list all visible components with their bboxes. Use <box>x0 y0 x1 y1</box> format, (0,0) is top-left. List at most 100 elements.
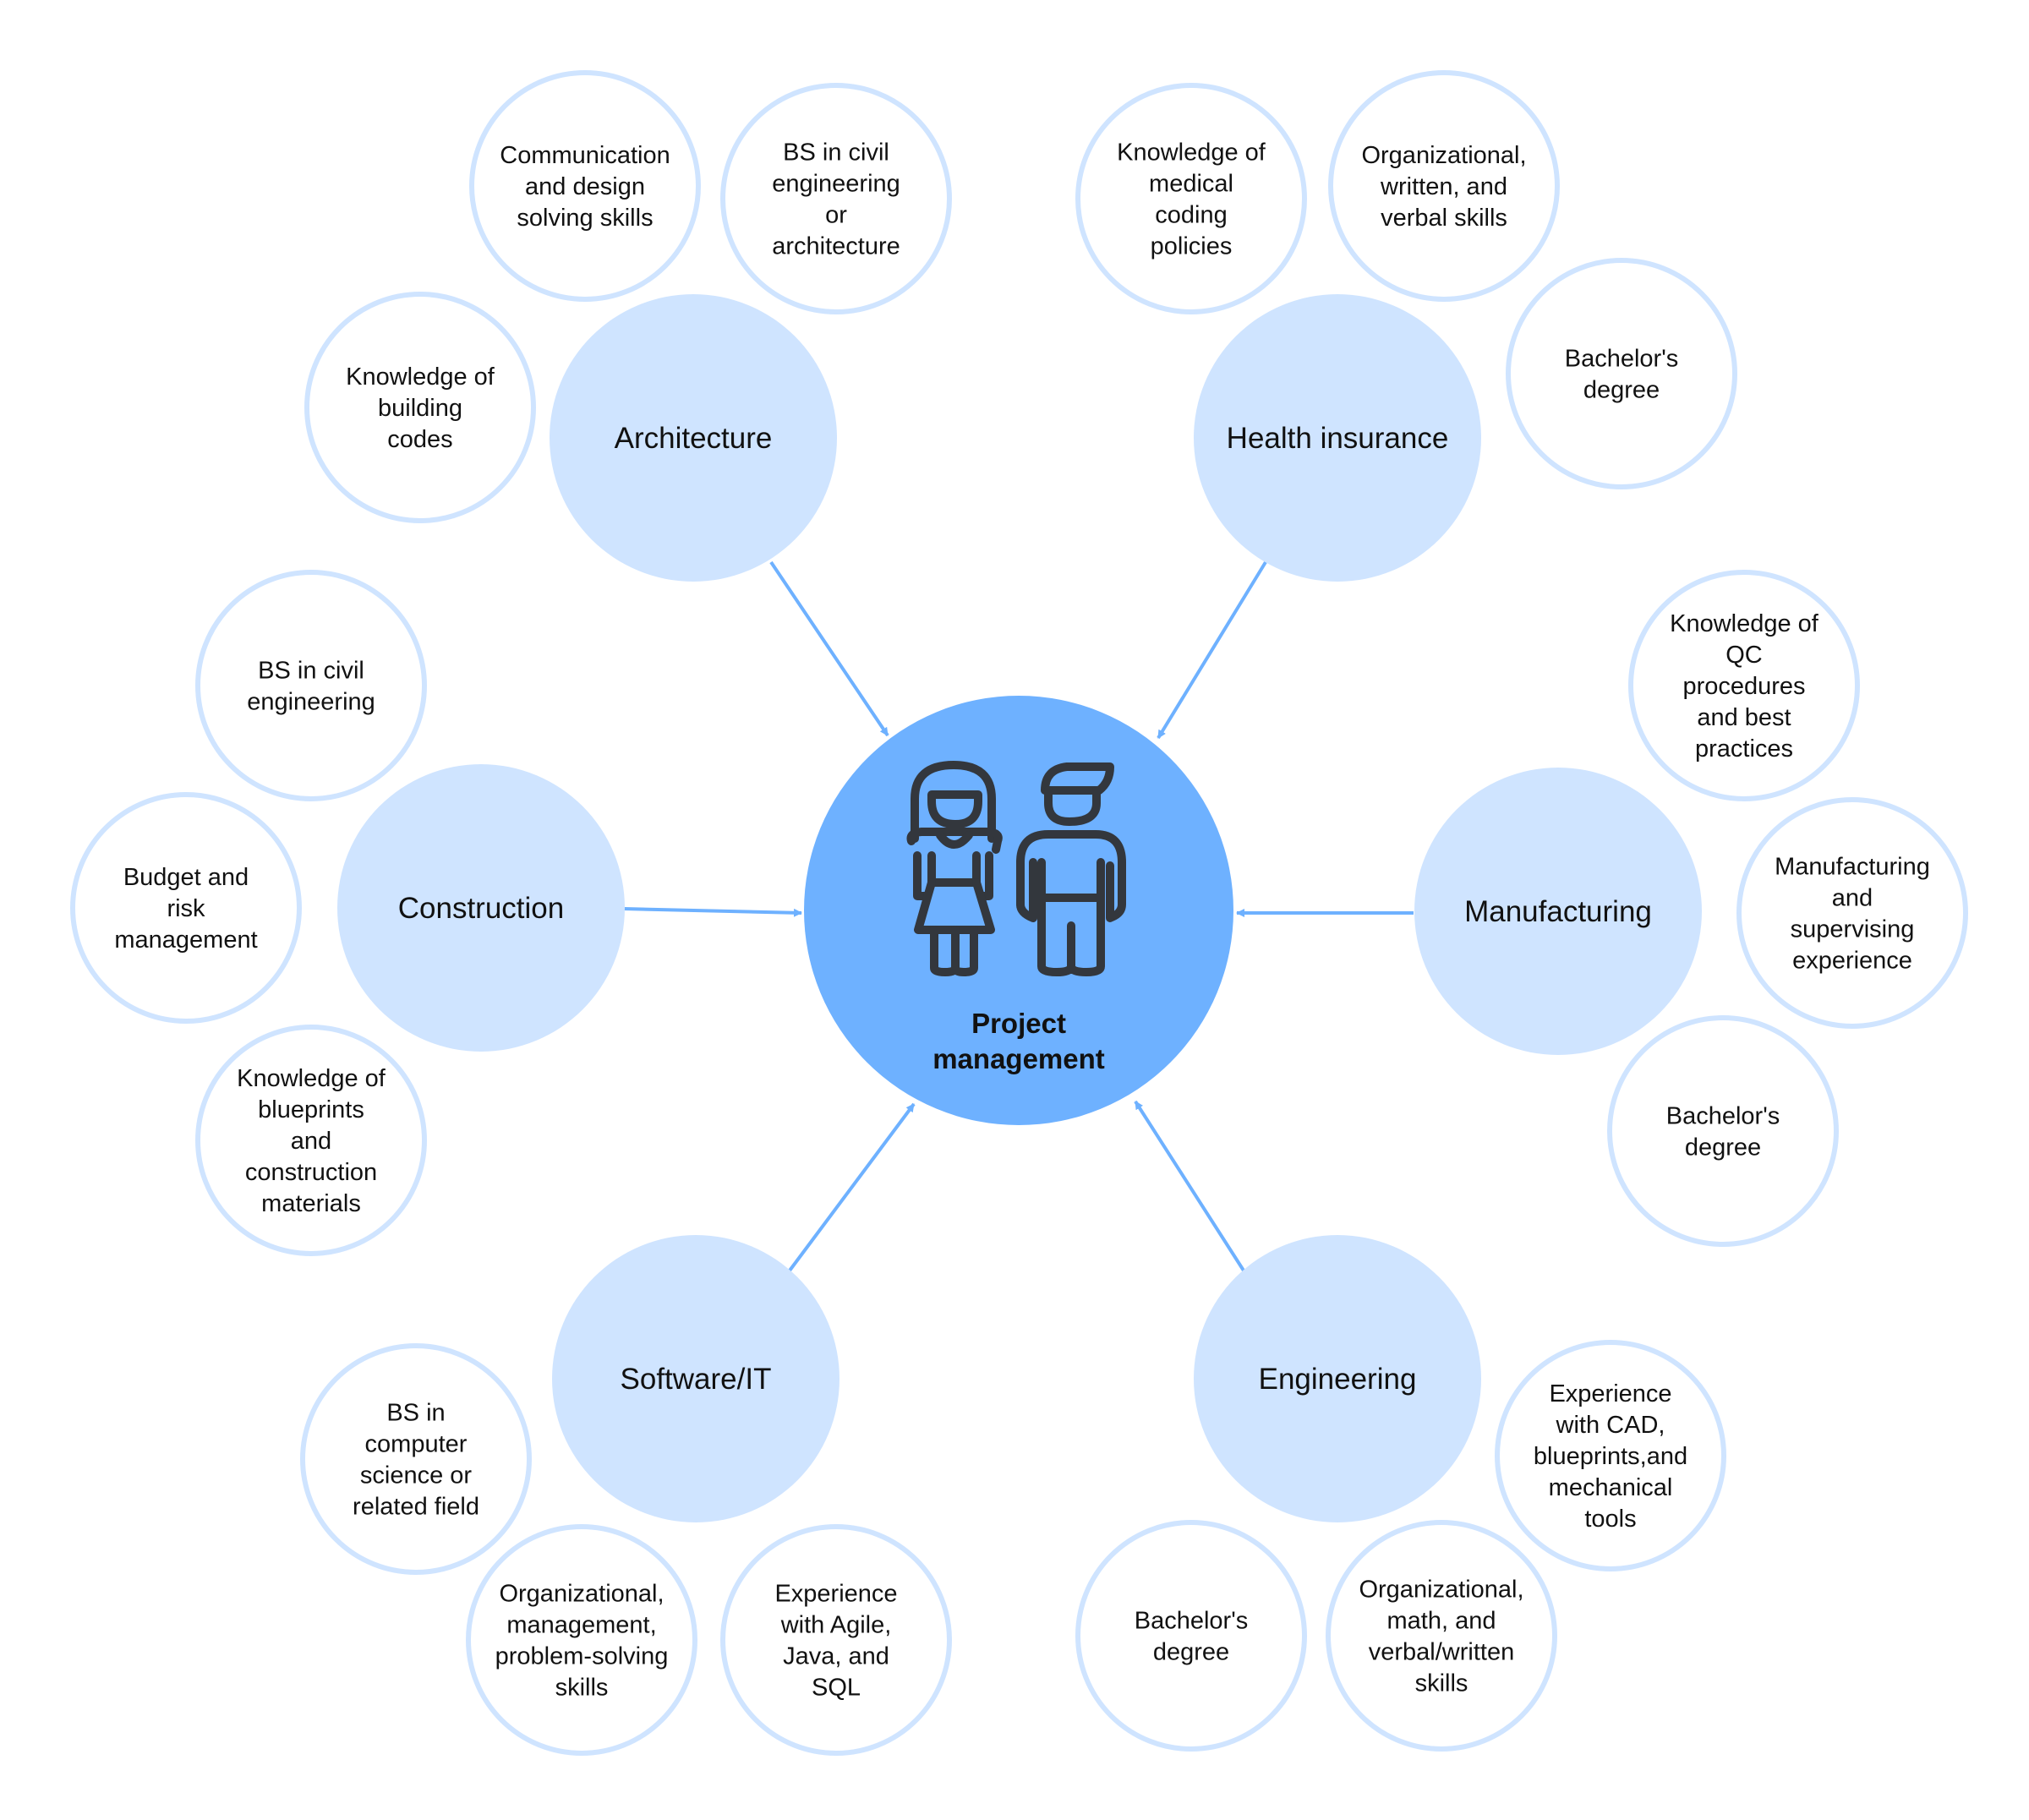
skill-node: Organizational, written, and verbal skills <box>1328 70 1560 302</box>
category-label: Software/IT <box>621 1363 772 1396</box>
skill-label-line: skills <box>555 1675 609 1702</box>
skill-circle <box>300 1343 532 1575</box>
skill-label-line: Bachelor's <box>1135 1608 1249 1635</box>
arrow-software-it <box>788 1102 916 1272</box>
category-label: Engineering <box>1259 1363 1417 1396</box>
category-circle <box>337 764 625 1052</box>
category-health-insurance: Health insurance <box>1194 294 1481 582</box>
hub-title-line-1: Project <box>971 1008 1066 1039</box>
skill-label-line: Knowledge of <box>1117 139 1266 167</box>
category-label: Health insurance <box>1227 422 1449 455</box>
skill-label-line: Budget and <box>123 864 249 891</box>
skill-label-line: blueprints <box>258 1096 364 1123</box>
hub-node: Project management <box>804 696 1233 1125</box>
skill-circle <box>1075 83 1307 314</box>
category-architecture: Architecture <box>550 294 837 582</box>
skill-circle <box>466 1524 697 1756</box>
category-label: Construction <box>398 892 564 925</box>
skill-nodes: Knowledge ofbuildingcodesCommunicationan… <box>70 70 1968 1756</box>
skill-label-line: problem-solving <box>495 1643 669 1670</box>
skill-label-line: mechanical <box>1549 1474 1673 1501</box>
skill-label-line: and <box>1832 885 1873 912</box>
skill-label-line: engineering <box>772 171 900 198</box>
skill-label-line: building <box>378 395 462 422</box>
skill-circle <box>469 70 701 302</box>
skill-label-line: Organizational, <box>1361 142 1526 169</box>
skill-label-line: Organizational, <box>1359 1577 1523 1604</box>
category-circle <box>1414 768 1702 1055</box>
skill-label-line: BS in <box>386 1400 445 1427</box>
skill-label-line: medical <box>1149 171 1233 198</box>
category-circle <box>1194 294 1481 582</box>
skill-circle <box>1506 258 1737 489</box>
category-software-it: Software/IT <box>552 1235 839 1522</box>
skill-label-line: BS in civil <box>783 139 889 167</box>
skill-circle <box>1736 797 1968 1029</box>
skill-label-line: codes <box>387 426 452 453</box>
skill-label-line: science or <box>360 1462 473 1489</box>
skill-label-line: tools <box>1584 1506 1636 1533</box>
skill-label-line: blueprints,and <box>1534 1443 1687 1470</box>
skill-circle <box>195 1025 427 1256</box>
skill-label-line: verbal/written <box>1369 1639 1514 1666</box>
skill-label-line: management, <box>506 1612 656 1639</box>
skill-label-line: Java, and <box>783 1643 889 1670</box>
skill-label-line: construction <box>245 1159 377 1186</box>
skill-label-line: Bachelor's <box>1666 1103 1780 1130</box>
skill-node: Organizational,management,problem-solvin… <box>466 1524 697 1756</box>
skill-label-line: Manufacturing <box>1775 854 1930 881</box>
category-label: Manufacturing <box>1464 895 1652 928</box>
skill-label-line: QC <box>1725 642 1763 669</box>
skill-node: Organizational,math, andverbal/writtensk… <box>1326 1520 1557 1752</box>
skill-label-line: verbal skills <box>1381 205 1507 232</box>
skill-label-line: written, and <box>1380 173 1507 200</box>
people-icon <box>906 761 1126 976</box>
skill-node: BS in civil engineering <box>195 570 427 801</box>
skill-label-line: policies <box>1151 233 1233 260</box>
skill-label-line: Knowledge of <box>1670 610 1819 637</box>
arrow-architecture <box>769 560 889 737</box>
skill-label-line: BS in civil <box>258 658 364 685</box>
skill-label-line: with Agile, <box>780 1612 892 1639</box>
skill-circle <box>720 83 952 314</box>
skill-circle <box>195 570 427 801</box>
skill-label-line: degree <box>1685 1134 1761 1161</box>
skill-label-line: and <box>291 1128 331 1155</box>
skill-label-line: Bachelor's <box>1565 346 1679 373</box>
skill-label-line: solving skills <box>517 205 653 232</box>
skill-label-line: and design <box>525 173 645 200</box>
skill-circle <box>1628 570 1860 801</box>
hub-title-line-2: management <box>932 1043 1105 1074</box>
skill-label-line: degree <box>1583 377 1660 404</box>
category-nodes: Architecture Health insuranceConstruction… <box>337 294 1702 1522</box>
skill-circle <box>1326 1520 1557 1752</box>
skill-label-line: engineering <box>247 689 375 716</box>
skill-node: Manufacturing and supervising experience <box>1736 797 1968 1029</box>
skill-circle <box>1075 1520 1307 1752</box>
category-manufacturing: Manufacturing <box>1414 768 1702 1055</box>
category-construction: Construction <box>337 764 625 1052</box>
category-label: Architecture <box>615 422 773 455</box>
skill-node: Bachelor's degree <box>1607 1015 1839 1247</box>
skill-circle <box>1328 70 1560 302</box>
skill-label-line: experience <box>1792 948 1912 975</box>
skill-label-line: architecture <box>772 233 900 260</box>
skill-circle <box>304 292 536 523</box>
skill-label-line: or <box>825 202 847 229</box>
arrow-construction <box>623 907 802 917</box>
connector-arrows <box>623 560 1414 1272</box>
category-circle <box>550 294 837 582</box>
skill-label-line: supervising <box>1791 916 1915 943</box>
skill-label-line: practices <box>1695 735 1793 762</box>
skill-circle <box>70 792 302 1024</box>
arrow-engineering <box>1134 1100 1245 1272</box>
skill-node: Knowledge ofblueprintsandconstructionmat… <box>195 1025 427 1256</box>
